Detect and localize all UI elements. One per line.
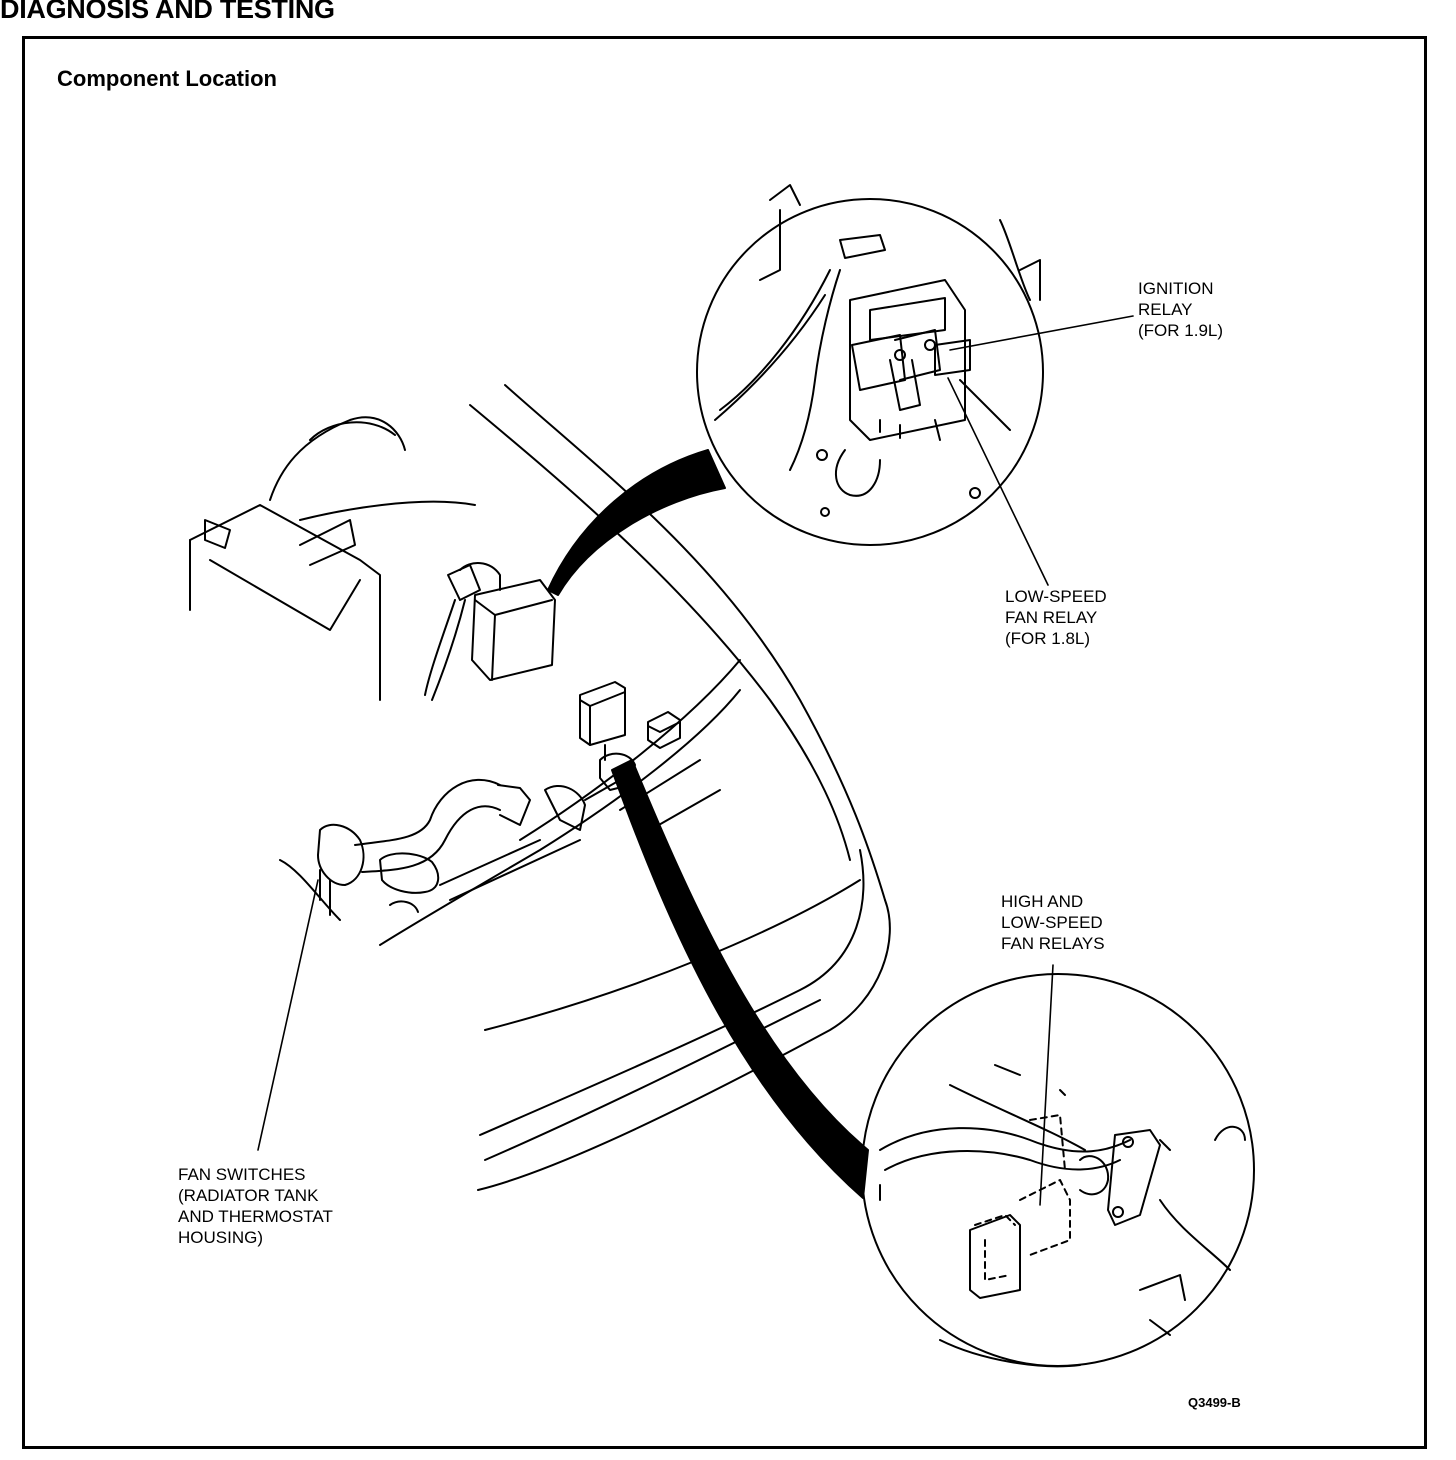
page-title: DIAGNOSIS AND TESTING (0, 0, 335, 24)
battery-illustration (189, 416, 476, 701)
leader-lines (257, 315, 1134, 1206)
callout-fan-switches: FAN SWITCHES (RADIATOR TANK AND THERMOST… (178, 1165, 333, 1247)
upper-detail-circle (696, 184, 1044, 546)
relay-box-illustration (424, 562, 556, 701)
callout-high-low-speed-fan-relays: HIGH AND LOW-SPEED FAN RELAYS (1001, 892, 1105, 953)
small-relays-illustration (579, 681, 681, 761)
figure-id: Q3499-B (1188, 1395, 1241, 1410)
figure-frame (22, 36, 1427, 1449)
lower-detail-circle (861, 973, 1255, 1368)
hose-illustration (279, 752, 636, 921)
callout-ignition-relay: IGNITION RELAY (FOR 1.9L) (1138, 279, 1224, 340)
callout-low-speed-fan-relay: LOW-SPEED FAN RELAY (FOR 1.8L) (1005, 587, 1107, 648)
figure-subtitle: Component Location (57, 66, 277, 91)
magnifier-connectors (547, 449, 869, 1199)
